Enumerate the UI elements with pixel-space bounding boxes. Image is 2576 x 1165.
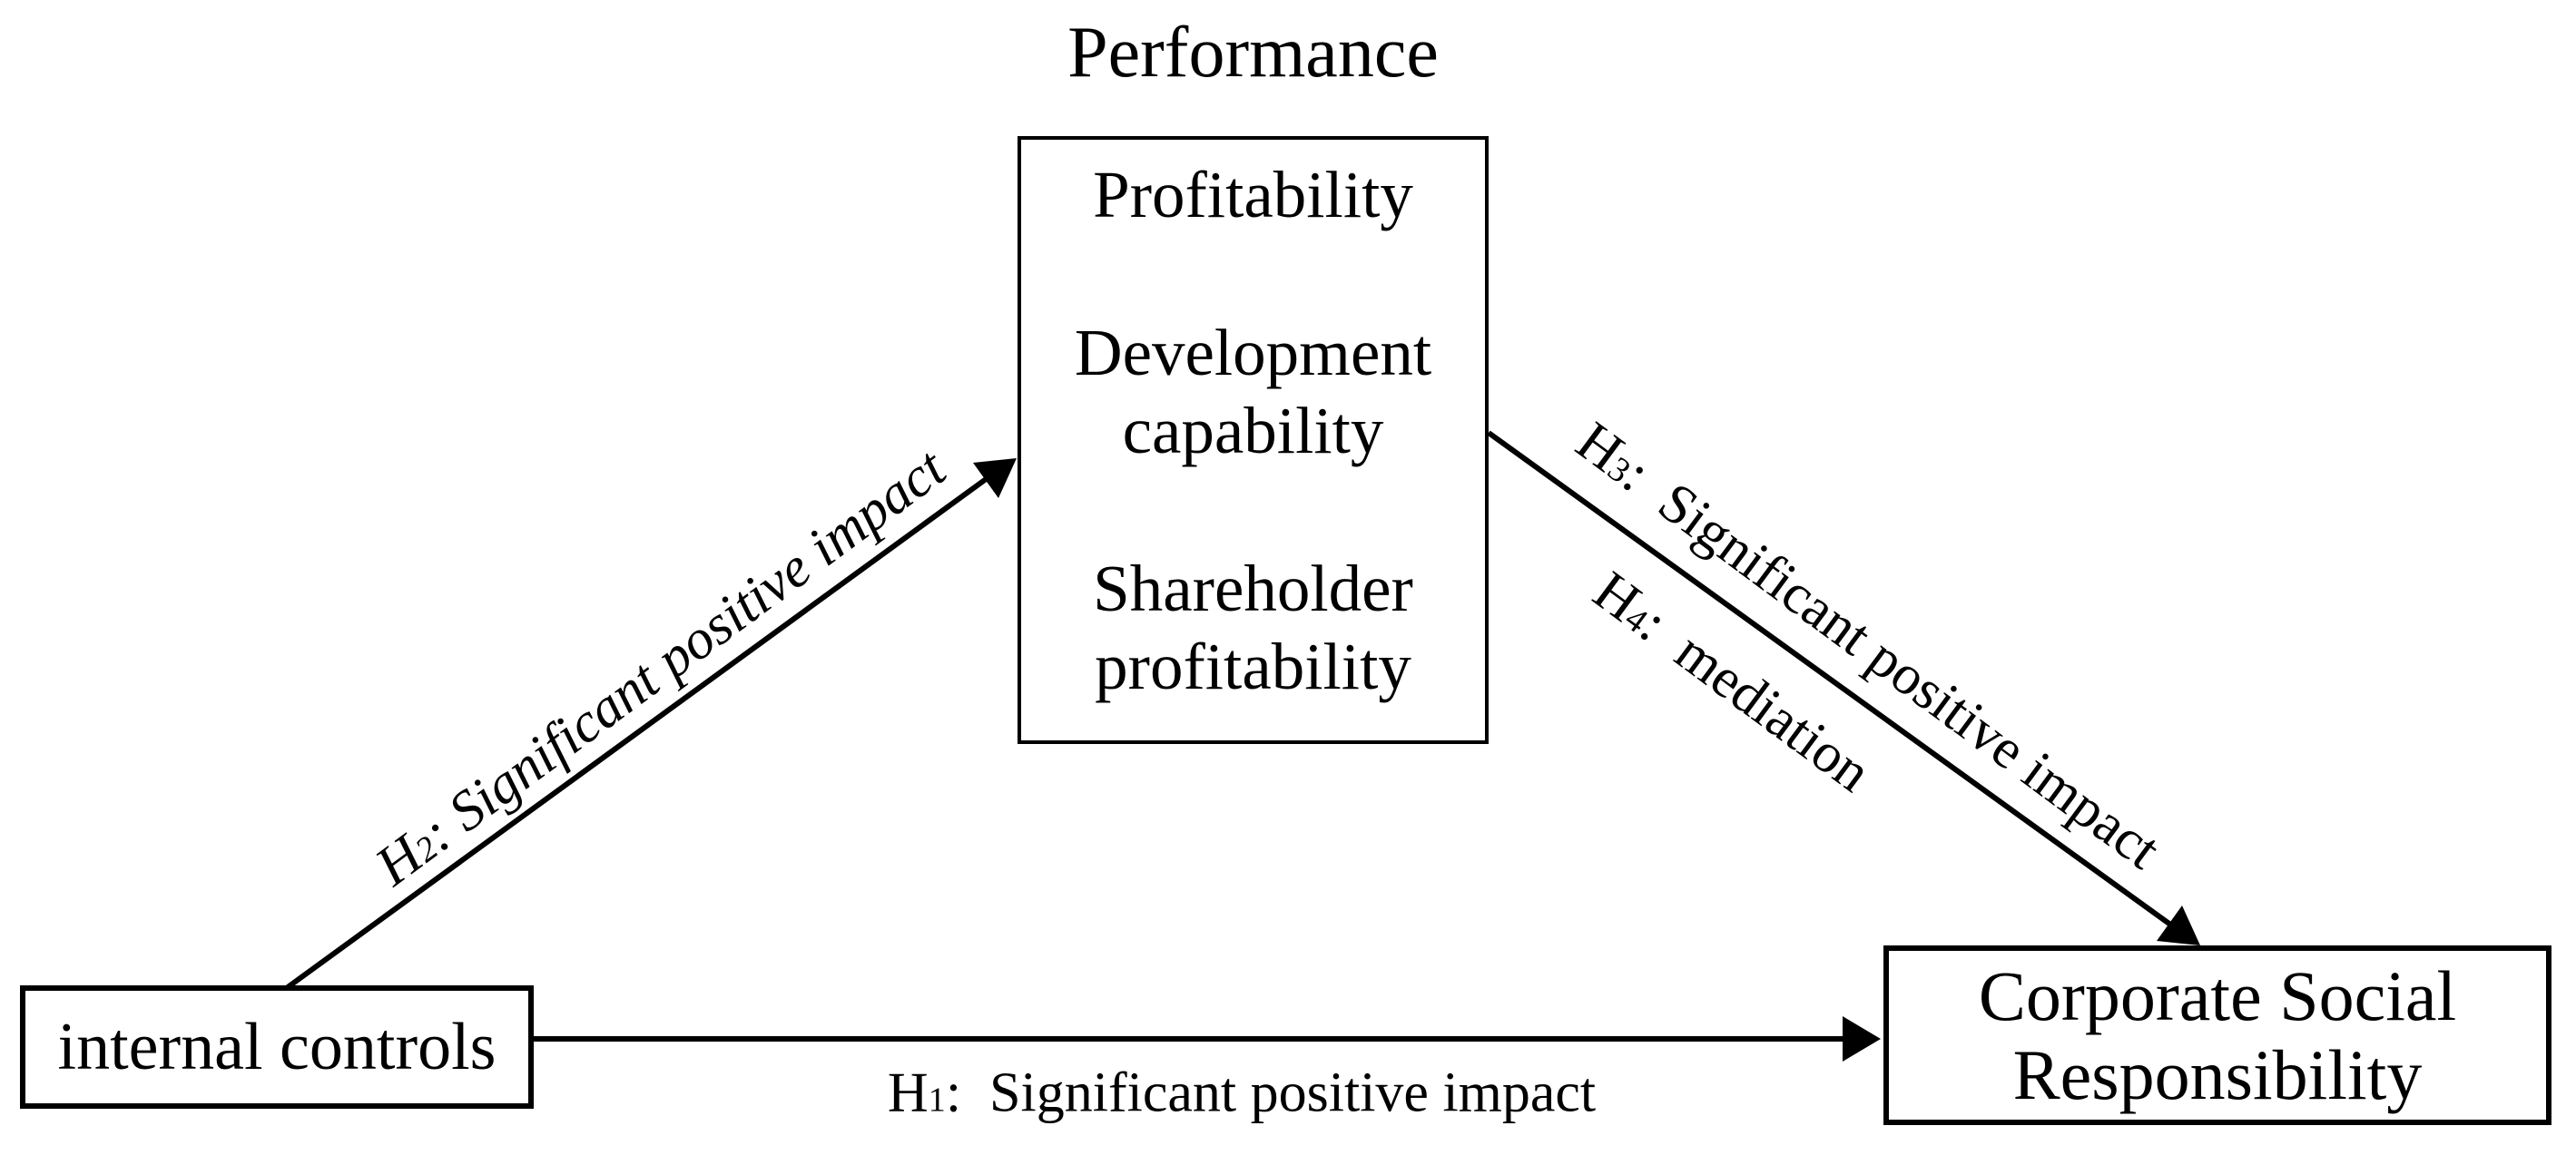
csr-box: Corporate Social Responsibility — [1883, 945, 2551, 1125]
diagram-title: Performance — [1067, 13, 1439, 93]
internal-controls-box: internal controls — [20, 985, 534, 1109]
h2-arrow-line — [286, 475, 990, 990]
mediator-item-profitability: Profitability — [1093, 158, 1413, 231]
h3-arrowhead — [2157, 906, 2200, 945]
performance-box: Profitability Development capability Sha… — [1018, 136, 1489, 744]
mediator-item-shareholder-profitability: Shareholder profitability — [1093, 551, 1413, 703]
csr-label-line1: Corporate Social — [1978, 955, 2457, 1035]
h1-text: : Significant positive impact — [945, 1062, 1597, 1124]
mediator-item-development-capability: Development capability — [1074, 315, 1432, 467]
h3-arrow-line — [1487, 430, 2175, 929]
h1-prefix: H — [887, 1062, 929, 1124]
h1-number: 1 — [928, 1081, 946, 1120]
h2-arrowhead — [973, 458, 1017, 498]
csr-label-line2: Responsibility — [2012, 1035, 2423, 1114]
internal-controls-label: internal controls — [57, 1009, 497, 1084]
h1-arrowhead — [1843, 1016, 1881, 1062]
h1-hypothesis-label: H1: Significant positive impact — [888, 1062, 1596, 1126]
